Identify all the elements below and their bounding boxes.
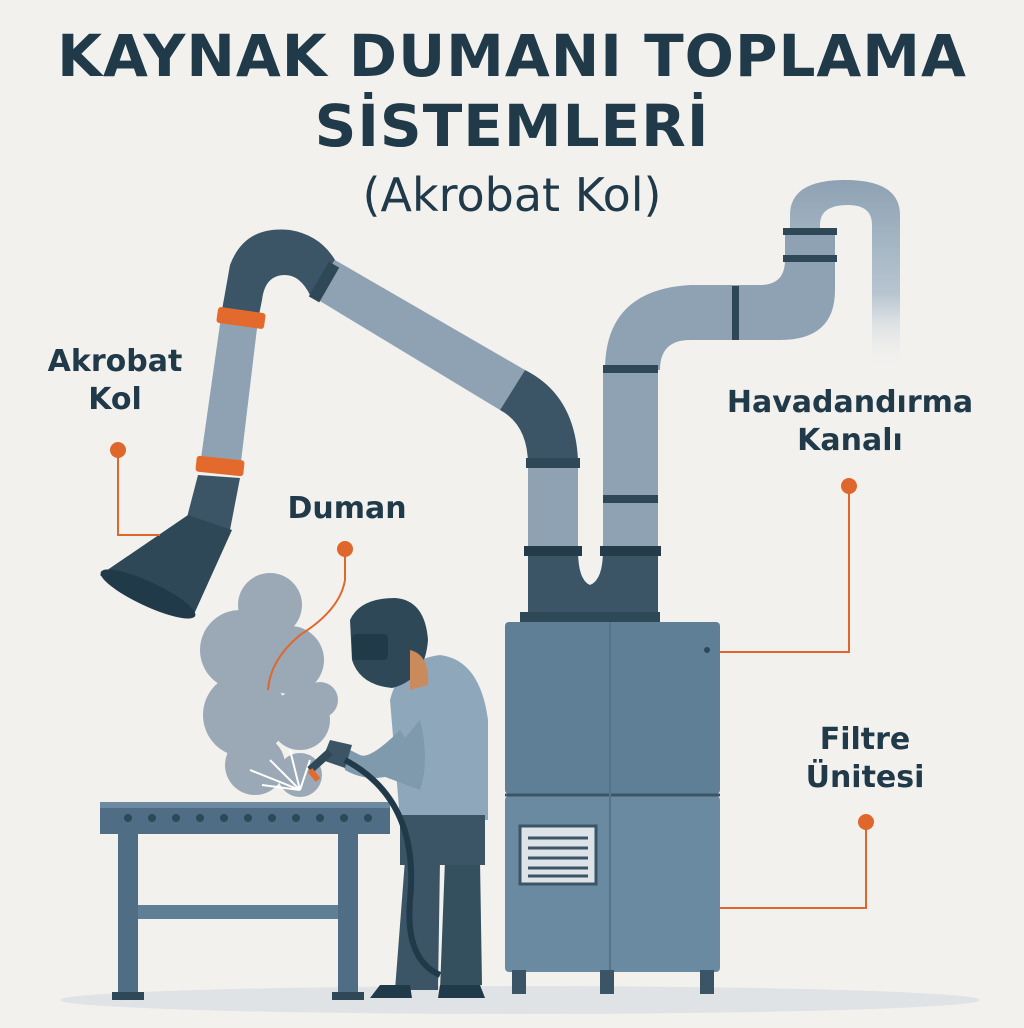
label-filter-unit: Filtre Ünitesi [805,722,925,795]
leader-filter [720,823,867,909]
duct-vertical [603,365,658,555]
filter-unit [505,612,720,994]
arm-joint [526,458,580,468]
unit-foot [600,970,614,994]
welder-figure-icon [307,598,488,998]
unit-body-upper [505,622,720,794]
sparks [249,749,311,791]
duct-joint [600,546,661,556]
smoke-cloud-icon [200,573,338,797]
arm-joint [524,546,582,556]
arm-elbow-right [500,370,578,465]
duct-band [732,286,739,340]
hood-opening [100,569,196,619]
label-smoke: Duman [287,491,407,526]
arm-diagonal-segment [310,260,525,410]
exhaust-stack [790,180,900,370]
arm-left-segment [200,310,258,470]
arm-joint [308,261,340,303]
arm-down-segment [528,460,578,555]
leader-dot-duct [841,478,857,494]
leader-smoke [267,550,346,691]
label-ventilation-duct: Havadandırma Kanalı [726,385,974,458]
welding-table [100,802,390,1000]
arm-elbow-top [222,229,335,320]
duct-band [783,255,837,262]
page-subtitle: (Akrobat Kol) [362,168,662,222]
leader-dot-smoke [337,541,353,557]
page-title-line-1: KAYNAK DUMANI TOPLAMA [57,22,967,90]
arm-u-bend [528,550,658,615]
ventilation-duct [603,180,900,555]
leader-dot-arm [110,442,126,458]
unit-top-collar [520,612,660,624]
page-title-line-2: SİSTEMLERİ [314,92,710,160]
unit-foot [700,970,714,994]
arm-orange-ring [195,455,245,477]
acrobat-arm [100,229,661,619]
leader-dot-filter [858,814,874,830]
leader-duct [720,487,850,653]
leader-arm [117,452,160,536]
duct-upper-bend [605,230,835,370]
ground-shadow [60,986,980,1014]
unit-vent-grille [518,824,598,886]
label-acrobat-arm: Akrobat Kol [47,344,183,417]
duct-band [783,228,837,235]
duct-band [603,365,658,373]
duct-band [603,495,658,503]
arm-orange-ring [216,307,266,329]
unit-foot [512,970,526,994]
arm-lower-section [185,475,240,530]
leader-lines [117,452,867,909]
